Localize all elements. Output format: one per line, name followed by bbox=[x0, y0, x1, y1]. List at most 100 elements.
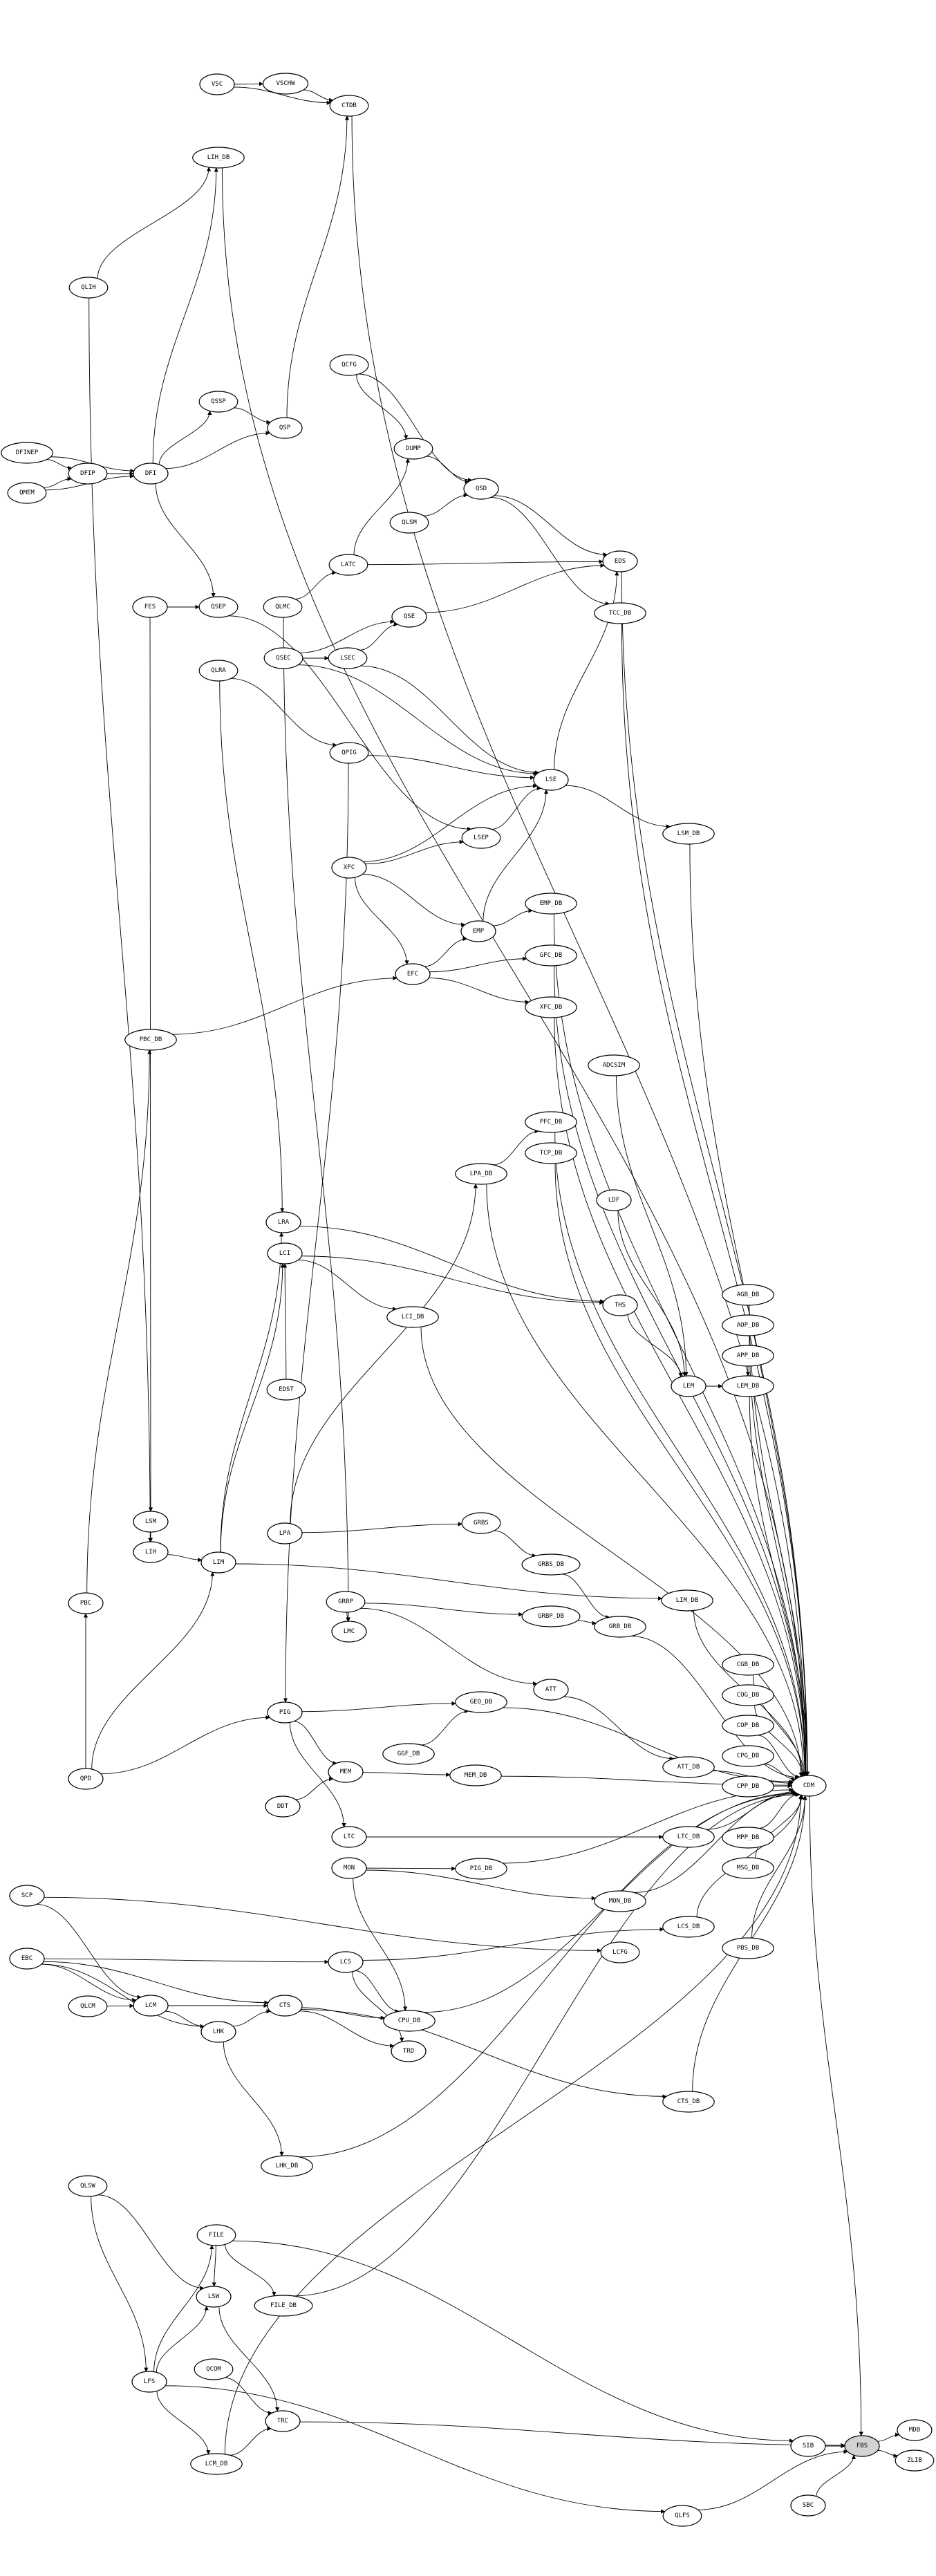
graph-node[interactable]: LIM bbox=[200, 1551, 236, 1574]
graph-node[interactable]: LTC_DB bbox=[662, 1826, 715, 1848]
graph-node[interactable]: MSG_DB bbox=[722, 1857, 774, 1879]
graph-node[interactable]: LRA bbox=[265, 1211, 301, 1233]
graph-node[interactable]: GFC_DB bbox=[525, 944, 577, 967]
graph-node[interactable]: MEM bbox=[328, 1761, 364, 1783]
graph-node[interactable]: QLFS bbox=[662, 2505, 702, 2527]
graph-node[interactable]: PFC_DB bbox=[525, 1111, 577, 1133]
graph-node[interactable]: LSM bbox=[133, 1511, 169, 1533]
graph-node[interactable]: QMEM bbox=[7, 482, 47, 504]
graph-node[interactable]: SBC bbox=[790, 2494, 826, 2517]
graph-node[interactable]: ZLIB bbox=[895, 2449, 935, 2472]
graph-node[interactable]: QSSP bbox=[198, 391, 238, 413]
graph-node[interactable]: QSEC bbox=[263, 647, 303, 669]
graph-node[interactable]: MEM_DB bbox=[449, 1764, 502, 1786]
graph-node[interactable]: LIH bbox=[133, 1541, 169, 1563]
graph-node[interactable]: GRBS bbox=[461, 1512, 501, 1534]
graph-node[interactable]: MON bbox=[331, 1857, 367, 1879]
graph-node[interactable]: FILE bbox=[196, 2224, 236, 2246]
graph-node[interactable]: LMC bbox=[331, 1621, 367, 1643]
graph-node[interactable]: GRBP bbox=[326, 1591, 366, 1613]
graph-node[interactable]: QSD bbox=[463, 478, 499, 500]
graph-node[interactable]: QLMC bbox=[263, 596, 303, 618]
graph-node[interactable]: ATT bbox=[533, 1679, 569, 1701]
graph-node[interactable]: FBS bbox=[844, 2435, 880, 2457]
graph-node[interactable]: LHK bbox=[200, 2021, 236, 2043]
graph-node[interactable]: XFC_DB bbox=[525, 996, 577, 1018]
graph-node[interactable]: CPP_DB bbox=[722, 1775, 774, 1798]
graph-node[interactable]: DUMP bbox=[393, 438, 433, 460]
graph-node[interactable]: LCM_DB bbox=[190, 2453, 243, 2475]
graph-node[interactable]: VSCHW bbox=[262, 73, 309, 95]
graph-node[interactable]: CPG_DB bbox=[722, 1745, 774, 1767]
graph-node[interactable]: LEM bbox=[671, 1375, 706, 1397]
graph-node[interactable]: QPIG bbox=[329, 742, 369, 764]
graph-node[interactable]: PBS_DB bbox=[722, 1937, 774, 1959]
graph-node[interactable]: TRD bbox=[391, 2040, 427, 2062]
graph-node[interactable]: QSE bbox=[391, 606, 427, 628]
graph-node[interactable]: AOP_DB bbox=[722, 1314, 774, 1336]
graph-node[interactable]: LEM_DB bbox=[722, 1375, 774, 1397]
graph-node[interactable]: GRB_DB bbox=[594, 1616, 646, 1638]
graph-node[interactable]: CDM bbox=[791, 1775, 827, 1797]
graph-node[interactable]: LSM_DB bbox=[662, 823, 715, 845]
graph-node[interactable]: APP_DB bbox=[722, 1345, 774, 1367]
graph-node[interactable]: SIB bbox=[790, 2435, 826, 2457]
graph-node[interactable]: EBC bbox=[9, 1948, 45, 1970]
graph-node[interactable]: CGB_DB bbox=[722, 1654, 774, 1676]
graph-node[interactable]: COG_DB bbox=[722, 1684, 774, 1706]
graph-node[interactable]: LIH_DB bbox=[192, 147, 245, 169]
graph-node[interactable]: ATT_DB bbox=[662, 1756, 715, 1778]
graph-node[interactable]: QLSM bbox=[389, 512, 429, 534]
graph-node[interactable]: COP_DB bbox=[722, 1715, 774, 1737]
graph-node[interactable]: DFI bbox=[133, 463, 169, 485]
graph-node[interactable]: DDT bbox=[265, 1795, 301, 1818]
graph-node[interactable]: ADCSIM bbox=[588, 1054, 640, 1076]
graph-node[interactable]: CTS_DB bbox=[662, 2091, 715, 2113]
graph-node[interactable]: TRC bbox=[265, 2410, 301, 2432]
graph-node[interactable]: LCS_DB bbox=[662, 1916, 715, 1938]
graph-node[interactable]: AGB_DB bbox=[722, 1284, 774, 1306]
graph-node[interactable]: LSEP bbox=[461, 827, 501, 849]
graph-node[interactable]: CPU_DB bbox=[383, 2010, 436, 2032]
graph-node[interactable]: QCFG bbox=[329, 354, 369, 376]
graph-node[interactable]: LTC bbox=[331, 1826, 367, 1848]
graph-node[interactable]: LHK_DB bbox=[261, 2155, 313, 2177]
graph-node[interactable]: QSEP bbox=[198, 596, 238, 618]
graph-node[interactable]: EDST bbox=[266, 1379, 306, 1401]
graph-node[interactable]: QLSW bbox=[68, 2175, 108, 2197]
graph-node[interactable]: LSE bbox=[533, 769, 569, 791]
graph-node[interactable]: LDF bbox=[596, 1189, 632, 1211]
graph-node[interactable]: DFIP bbox=[68, 463, 108, 485]
graph-node[interactable]: GRBS_DB bbox=[521, 1553, 581, 1576]
graph-node[interactable]: XFC bbox=[331, 857, 367, 879]
graph-node[interactable]: LCS bbox=[328, 1951, 364, 1973]
graph-node[interactable]: LPA_DB bbox=[455, 1163, 507, 1185]
graph-node[interactable]: MPP_DB bbox=[722, 1827, 774, 1849]
graph-node[interactable]: GRBP_DB bbox=[521, 1605, 581, 1627]
graph-node[interactable]: DFINEP bbox=[1, 442, 53, 464]
graph-node[interactable]: QSP bbox=[267, 417, 303, 439]
graph-node[interactable]: MDB bbox=[897, 2419, 933, 2441]
graph-node[interactable]: PIG_DB bbox=[455, 1858, 507, 1880]
graph-node[interactable]: LIM_DB bbox=[661, 1589, 713, 1612]
graph-node[interactable]: CTS bbox=[267, 1995, 303, 2017]
graph-node[interactable]: MON_DB bbox=[594, 1890, 646, 1912]
graph-node[interactable]: LPA bbox=[267, 1522, 303, 1544]
graph-node[interactable]: EFC bbox=[395, 963, 431, 985]
graph-node[interactable]: THS bbox=[602, 1294, 638, 1316]
graph-node[interactable]: QLRA bbox=[198, 660, 238, 682]
graph-node[interactable]: TCP_DB bbox=[525, 1142, 577, 1164]
graph-node[interactable]: EMP bbox=[460, 920, 496, 942]
graph-node[interactable]: TCC_DB bbox=[594, 602, 646, 624]
graph-node[interactable]: FILE_DB bbox=[254, 2295, 313, 2317]
graph-node[interactable]: LSEC bbox=[328, 647, 368, 669]
graph-node[interactable]: PIG bbox=[267, 1701, 303, 1724]
graph-node[interactable]: GEO_DB bbox=[455, 1691, 507, 1713]
graph-node[interactable]: EMP_DB bbox=[525, 893, 577, 915]
graph-node[interactable]: QLCM bbox=[68, 1995, 108, 2017]
graph-node[interactable]: LCI bbox=[267, 1242, 303, 1264]
graph-node[interactable]: EDS bbox=[602, 550, 638, 572]
graph-node[interactable]: LSW bbox=[196, 2286, 232, 2308]
graph-node[interactable]: CTDB bbox=[329, 95, 369, 117]
graph-node[interactable]: LCI_DB bbox=[386, 1306, 439, 1328]
